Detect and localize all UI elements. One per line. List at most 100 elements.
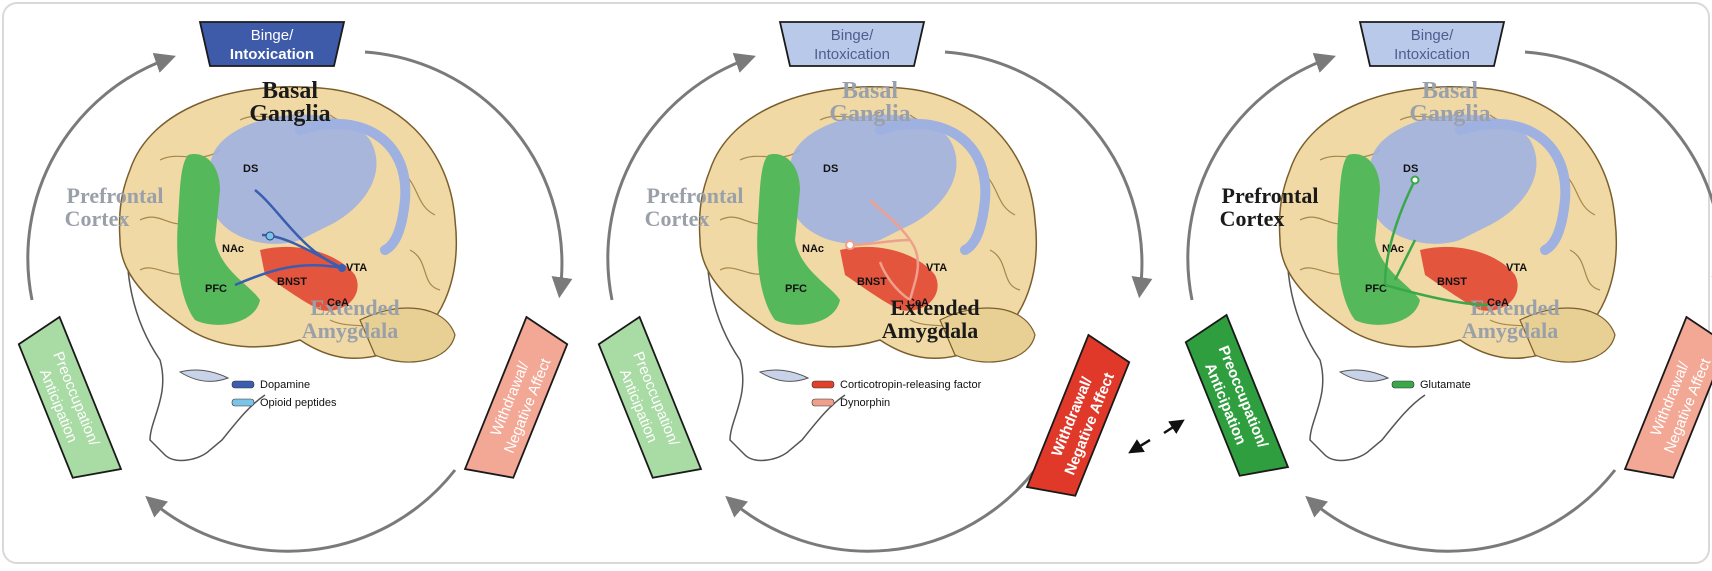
legend-label: Dopamine (260, 379, 310, 391)
label-cea: CeA (1487, 297, 1509, 309)
prefrontal-region (1337, 154, 1420, 325)
binge-banner-line1: Binge/ (831, 27, 874, 44)
label-nac: NAc (1382, 243, 1404, 255)
dynorphin-pathway (878, 261, 911, 302)
preoccupation-banner-shape (17, 315, 123, 479)
dynorphin-pathway (869, 199, 920, 301)
legend-swatch (231, 380, 255, 389)
prefrontal-line1: Prefrontal (1222, 183, 1319, 208)
amygdala-line2: Amygdala (1462, 318, 1559, 343)
label-vta: VTA (346, 262, 367, 274)
opioid-node (265, 231, 275, 241)
prefrontal-line2: Cortex (1220, 206, 1285, 231)
amygdala-region (1420, 246, 1518, 311)
dopamine-pathway (234, 263, 343, 287)
eye (1338, 369, 1390, 382)
withdrawal-banner: Withdrawal/Negative Affect (463, 315, 569, 479)
amygdala-line1: Extended (310, 295, 399, 320)
brain-gyrus (409, 249, 441, 291)
label-pfc: PFC (785, 283, 807, 295)
label-vta: VTA (926, 262, 947, 274)
cerebellum (359, 307, 456, 363)
striatum-region (207, 114, 377, 244)
caudate-tail (875, 118, 991, 255)
label-cea: CeA (907, 297, 929, 309)
binge-banner-line2: Intoxication (814, 46, 890, 63)
binge-banner-shape (778, 21, 926, 67)
legend-label: Opioid peptides (260, 397, 337, 409)
cycle-arrow-right (944, 50, 1153, 299)
basal-ganglia-line1: Basal (262, 78, 318, 104)
glutamate-pathway (1393, 239, 1417, 281)
cerebellum (939, 307, 1036, 363)
binge-banner-shape (198, 21, 346, 67)
label-ds: DS (243, 163, 258, 175)
legend-swatch (811, 380, 835, 389)
label-cea: CeA (327, 297, 349, 309)
cycle-arrow-bottom (1305, 469, 1617, 553)
binge-banner-shape (1358, 21, 1506, 67)
eye (758, 369, 810, 382)
withdrawal-banner: Withdrawal/Negative Affect (1025, 333, 1131, 497)
legend-label: Corticotropin-releasing factor (840, 379, 982, 391)
caudate-tail (1455, 118, 1571, 255)
cerebellum (1519, 307, 1616, 363)
legend-label: Glutamate (1420, 379, 1471, 391)
preoccupation-banner: Preoccupation/Anticipation (597, 315, 703, 479)
cycle-arrow-left (606, 52, 756, 301)
caudate-tail (295, 118, 411, 255)
preoccupation-panel: BasalGangliaPrefrontalCortexExtendedAmyg… (1184, 21, 1712, 553)
basal-ganglia-line2: Ganglia (829, 101, 910, 127)
prefrontal-line1: Prefrontal (67, 183, 164, 208)
preoccupation-banner-shape (597, 315, 703, 479)
withdrawal-banner-shape (1025, 333, 1131, 497)
preoccupation-banner: Preoccupation/Anticipation (17, 315, 123, 479)
prefrontal-line1: Prefrontal (647, 183, 744, 208)
label-ds: DS (1403, 163, 1418, 175)
legend-swatch (231, 398, 255, 407)
cycle-arrow-left (1186, 52, 1336, 301)
binge-banner-line2: Intoxication (230, 46, 314, 63)
legend-swatch (811, 398, 835, 407)
basal-ganglia-line1: Basal (842, 78, 898, 104)
legend: Glutamate (1391, 379, 1471, 391)
label-bnst: BNST (1437, 276, 1467, 288)
basal-ganglia-line2: Ganglia (249, 101, 330, 127)
withdrawal-banner-shape (463, 315, 569, 479)
glutamate-pathway (1383, 179, 1417, 286)
eye (178, 369, 230, 382)
label-nac: NAc (802, 243, 824, 255)
cycle-arrow-left (26, 52, 176, 301)
dynorphin-node (845, 240, 855, 250)
amygdala-line2: Amygdala (882, 318, 979, 343)
cycle-arrow-bottom (725, 469, 1037, 553)
cycle-arrow-right (364, 50, 573, 299)
striatum-region (787, 114, 957, 244)
label-pfc: PFC (1365, 283, 1387, 295)
withdrawal-panel: BasalGangliaPrefrontalCortexExtendedAmyg… (597, 21, 1153, 553)
amygdala-line1: Extended (890, 295, 979, 320)
dynorphin-pathway (849, 238, 911, 247)
brain-gyrus (1569, 249, 1601, 291)
binge-panel: BasalGangliaPrefrontalCortexExtendedAmyg… (17, 21, 573, 553)
bidirectional-arrows (1128, 419, 1185, 454)
glutamate-node (1410, 175, 1420, 185)
prefrontal-line2: Cortex (645, 206, 710, 231)
label-pfc: PFC (205, 283, 227, 295)
preoccupation-banner-shape (1184, 313, 1290, 477)
binge-banner: Binge/Intoxication (198, 21, 346, 67)
prefrontal-line2: Cortex (65, 206, 130, 231)
basal-ganglia-line1: Basal (1422, 78, 1478, 104)
withdrawal-banner-shape (1623, 315, 1712, 479)
amygdala-line1: Extended (1470, 295, 1559, 320)
binge-banner-line1: Binge/ (251, 27, 294, 44)
legend-label: Dynorphin (840, 397, 890, 409)
